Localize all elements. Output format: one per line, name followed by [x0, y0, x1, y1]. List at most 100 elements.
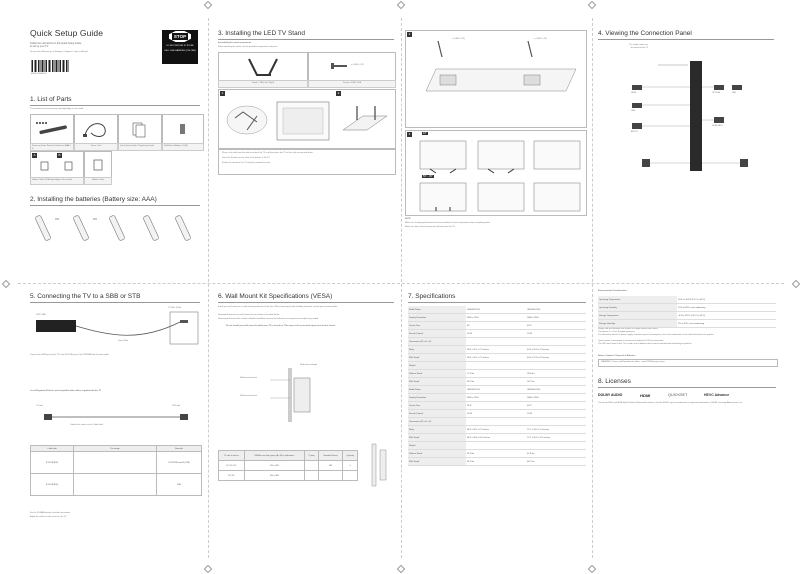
stand-notes-box: Place a soft cloth over the table to pro…	[218, 149, 396, 175]
spec-value: 20 W	[465, 409, 527, 418]
spec-label: With Stand	[408, 377, 466, 386]
table-cell: 58 / 65	[218, 470, 245, 481]
env-note: For information about the power supply, …	[598, 334, 715, 336]
section-rule	[218, 302, 394, 303]
spec-label: With Stand	[408, 433, 466, 442]
part-label: Power Cord	[90, 145, 102, 147]
tv-rear-label: TV Rear Panel	[168, 307, 182, 309]
notice-title: Notice: Cautions / Disposal of Batteries	[598, 355, 636, 357]
spec-value: 18.1 lbs	[465, 377, 527, 386]
connection-panel-illustration: HDMI USB ANT IN OPTICAL LAN HDMI (ARC)	[602, 55, 778, 173]
pin-diagram	[73, 473, 157, 496]
part-power-cord	[74, 114, 118, 145]
stand-step-3: 3 43" 50" ~ 65"	[405, 130, 587, 216]
spec-label: Display Resolution	[408, 393, 466, 402]
section-title: 4. Viewing the Connection Panel	[598, 30, 692, 37]
registration-mark	[587, 0, 597, 10]
spec-label: With Stand	[408, 353, 466, 362]
panel-desc: The model name can	[629, 44, 648, 46]
guide-title: Quick Setup Guide	[30, 28, 104, 38]
tv-side-diagram	[364, 440, 394, 490]
part-wall-adapter	[162, 114, 204, 145]
stop-title: STOP	[172, 33, 188, 40]
port-label: HDMI	[631, 92, 637, 94]
part-label: Quick Setup Guide / Regulatory Guide	[120, 145, 155, 147]
env-value: -4°F to 113°F (-20°C to 45°C)	[677, 311, 776, 320]
stop-line: CALL 1-800-SAMSUNG (726-7864)	[164, 50, 196, 52]
table-header: Standard Screw	[317, 450, 344, 461]
notice-text: WARNING: Cancer and Reproductive Harm - …	[601, 361, 665, 363]
table-cell: 200 x 200	[243, 460, 306, 471]
spec-value: 20 W	[526, 329, 586, 338]
table-cell: 43 / 50 / 55	[218, 460, 245, 471]
stand-box-label: Stand: 1 EA (Left / Right)	[251, 82, 275, 84]
spec-value	[526, 441, 586, 450]
section-title: 8. Licenses	[598, 378, 631, 385]
env-note: This device is a Class B digital apparat…	[598, 331, 636, 333]
list-title: List of Regularly B-Series and compatibl…	[30, 390, 102, 392]
spec-label: Model Name	[408, 385, 466, 394]
table-cell: RJ-PC(DB09)	[30, 473, 74, 496]
step-note: Fasten the stands to the TV using the pr…	[222, 162, 271, 164]
cable-table: Cable side Pin assign Remarks RJ-PC(DB09…	[30, 445, 202, 496]
stand-desc: When attaching the stand, use the provid…	[218, 46, 278, 48]
registration-mark	[396, 0, 406, 10]
spec-label: With Stand	[408, 457, 466, 466]
spec-value: 38.0 x 24.1 x 7.6 inches	[465, 353, 527, 362]
notice-box: WARNING: Cancer and Reproductive Harm - …	[598, 359, 778, 367]
spec-value: 57.7 x 33.2 x 2.4 inches	[526, 425, 586, 434]
wall-mount-diagram: Wall mount adapter Wall mount bracket Wa…	[230, 364, 350, 424]
part-guide	[118, 114, 162, 145]
fold-line	[208, 18, 209, 558]
env-value: 50°F to 104°F (10°C to 40°C)	[677, 296, 776, 304]
spec-row: Weight	[408, 441, 586, 450]
stand-steps: 1 2	[218, 89, 396, 149]
hdmi-logo: HDMI	[640, 393, 651, 398]
cable-illustration: TV side STB side Confirm the colors on t…	[30, 404, 202, 434]
registration-mark	[396, 564, 406, 574]
spec-value: 57.7 x 35.9 x 11.5 inches	[526, 433, 586, 442]
spec-label: Screen Size	[408, 401, 466, 410]
spec-value: 20 W	[526, 409, 586, 418]
battery-illustration	[30, 209, 202, 243]
registration-mark	[203, 0, 213, 10]
screw-label: x 4 (M4 x L12)	[351, 64, 364, 66]
spec-label: Without Stand	[408, 369, 466, 378]
registration-mark	[587, 564, 597, 574]
table-cell: 4	[342, 460, 358, 471]
section-rule	[408, 302, 586, 303]
wall-note: Samsung wall mount kits contain a detail…	[218, 318, 319, 320]
spec-value: 3840 x 2160	[465, 313, 527, 322]
spec-value: 48.9 x 30.8 x 10.2 inches	[465, 433, 527, 442]
manual-note: To view the e-Manual, go to Settings > S…	[30, 51, 89, 53]
part-label: Holder-Cable	[92, 179, 104, 181]
spec-value	[465, 417, 527, 426]
table-cell	[304, 460, 319, 471]
data-cable-label: Data Cable	[118, 340, 129, 342]
table-header: C (mm)	[304, 450, 319, 461]
spec-label: Display Resolution	[408, 313, 466, 322]
section-rule	[30, 205, 200, 206]
port-label: LAN	[732, 92, 736, 94]
fold-line	[401, 18, 402, 558]
spec-value: 44.0 x 27.8 x 8.5 inches	[526, 353, 586, 362]
spec-label: Without Stand	[408, 449, 466, 458]
table-cell	[342, 470, 358, 481]
section-title: 5. Connecting the TV to a SBB or STB	[30, 293, 141, 300]
part-remote	[30, 114, 74, 145]
table-header: VESA screw hole specs (A x B) in millime…	[243, 450, 306, 461]
size-label: 43"	[422, 132, 428, 135]
spec-value	[526, 361, 586, 370]
spec-label: Sound (Output)	[408, 329, 466, 338]
spec-value: UN43NU7100	[465, 306, 527, 314]
pin-diagram	[73, 451, 157, 474]
registration-mark	[791, 279, 801, 289]
connect-note: Connect the HDMI port of the TV to the E…	[30, 354, 110, 356]
table-cell	[304, 470, 319, 481]
quickset-logo: QUICKSET	[668, 393, 688, 397]
